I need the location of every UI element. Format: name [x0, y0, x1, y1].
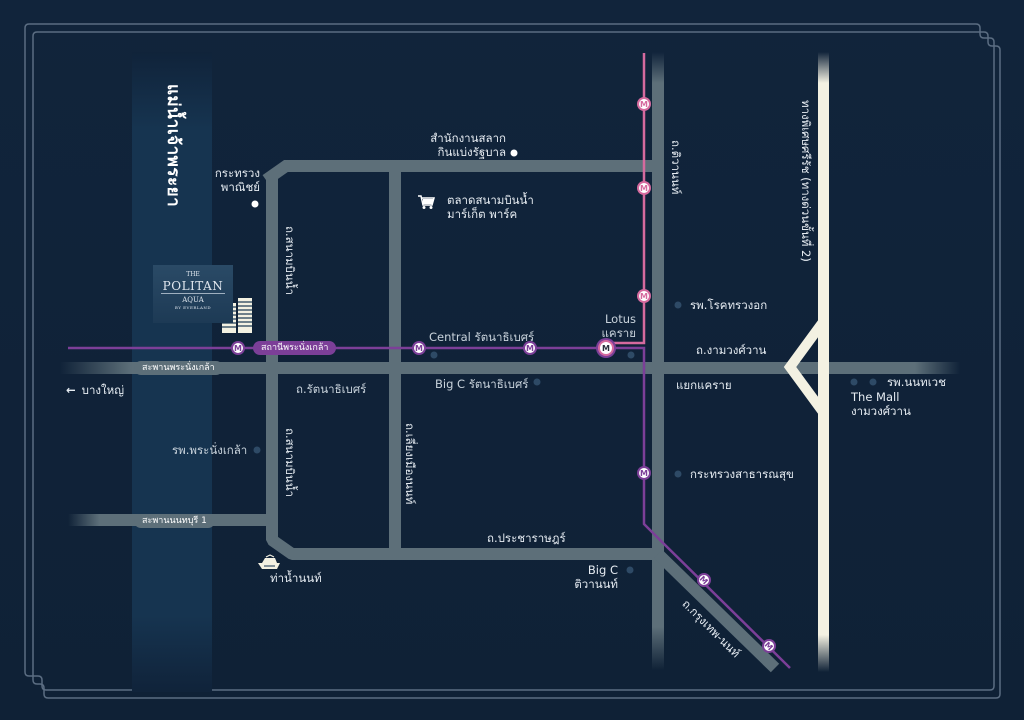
- label-public-health-ministry: กระทรวงสาธารณสุข: [690, 467, 794, 481]
- label-expressway: ทางพิเศษศรีรัช (ทางด่วนขั้นที่ 2): [799, 100, 813, 262]
- ferry-boat-icon: [258, 554, 280, 569]
- label-pracharatsadon-road: ถ.ประชาราษฎร์: [487, 531, 566, 545]
- logo-line-the: THE: [186, 271, 200, 278]
- label-ngamwongwan-road: ถ.งามวงศ์วาน: [696, 343, 767, 357]
- poi-dots: [253, 301, 877, 574]
- label-tiwanon-road: ถ.ติวานนท์: [669, 140, 683, 195]
- mrt-stations-purple: M M M M M M: [231, 341, 776, 653]
- label-chest-hospital: รพ.โรคทรวงอก: [690, 298, 768, 312]
- label-big-c-rattanathibet: Big C รัตนาธิเบศร์: [435, 377, 529, 391]
- mrt-stations-pink: M M M: [637, 97, 651, 303]
- logo-line-everland: BY EVERLAND: [174, 305, 212, 310]
- road-pill-nonthaburi-1-bridge: สะพานนนทบุรี 1: [134, 514, 215, 528]
- label-nonthaburi-pier: ท่าน้ำนนท์: [270, 571, 322, 585]
- label-khae-rai-junction: แยกแคราย: [676, 378, 732, 392]
- label-central-rattanathibet: Central รัตนาธิเบศร์: [429, 330, 535, 344]
- expressway: [783, 52, 829, 672]
- lottery-office-marker: [510, 149, 518, 157]
- label-the-mall: The Mall งามวงศ์วาน: [851, 390, 911, 418]
- label-liang-mueang-road: ถ.เลี่ยงเมืองนนท์: [403, 423, 417, 505]
- mrt-interchange-khae-rai: M: [596, 338, 616, 358]
- arrow-left-icon: ←: [66, 383, 76, 397]
- svg-text:M: M: [415, 344, 423, 353]
- label-lotus-khae-rai: Lotus แคราย: [601, 312, 636, 340]
- project-logo: THE POLITAN AQUA BY EVERLAND: [153, 265, 233, 323]
- label-nonthavej-hospital: รพ.นนทเวช: [887, 375, 946, 389]
- commerce-ministry-marker: [251, 200, 259, 208]
- station-pill-phra-nang-klao: สถานีพระนั่งเกล้า: [253, 341, 337, 355]
- svg-text:M: M: [640, 292, 648, 301]
- svg-text:M: M: [526, 344, 534, 353]
- label-sanambinnam-south: ถ.สนามบินน้ำ: [283, 428, 297, 498]
- mrt-purple-line: [68, 346, 791, 669]
- label-commerce-ministry: กระทรวง พาณิชย์: [214, 166, 260, 194]
- label-bang-yai: ←บางใหญ่: [66, 383, 125, 397]
- shopping-cart-icon: [418, 195, 435, 209]
- svg-text:M: M: [234, 344, 242, 353]
- label-sanambinnam-north: ถ.สนามบินน้ำ: [283, 226, 297, 296]
- logo-line-aqua: AQUA: [182, 296, 204, 304]
- label-rattanathibet-road: ถ.รัตนาธิเบศร์: [296, 382, 367, 396]
- river-label: แม่น้ำเจ้าพระยา: [163, 84, 183, 208]
- logo-line-politan: POLITAN: [161, 279, 225, 294]
- mrt-pink-line: [610, 53, 646, 345]
- svg-text:M: M: [602, 344, 610, 353]
- svg-text:M: M: [640, 469, 648, 478]
- label-big-c-tiwanon: Big C ติวานนท์: [574, 563, 618, 591]
- road-pill-phra-nang-klao-bridge: สะพานพระนั่งเกล้า: [134, 361, 223, 375]
- roads: [60, 52, 960, 673]
- label-lottery-office: สำนักงานสลาก กินแบ่งรัฐบาล: [430, 131, 506, 159]
- label-market: ตลาดสนามบินน้ำ มาร์เก็ต พาร์ค: [447, 193, 534, 221]
- svg-text:M: M: [640, 100, 648, 109]
- svg-text:M: M: [640, 184, 648, 193]
- label-phra-nang-klao-hospital: รพ.พระนั่งเกล้า: [172, 443, 248, 457]
- decorative-frame: [24, 23, 1001, 699]
